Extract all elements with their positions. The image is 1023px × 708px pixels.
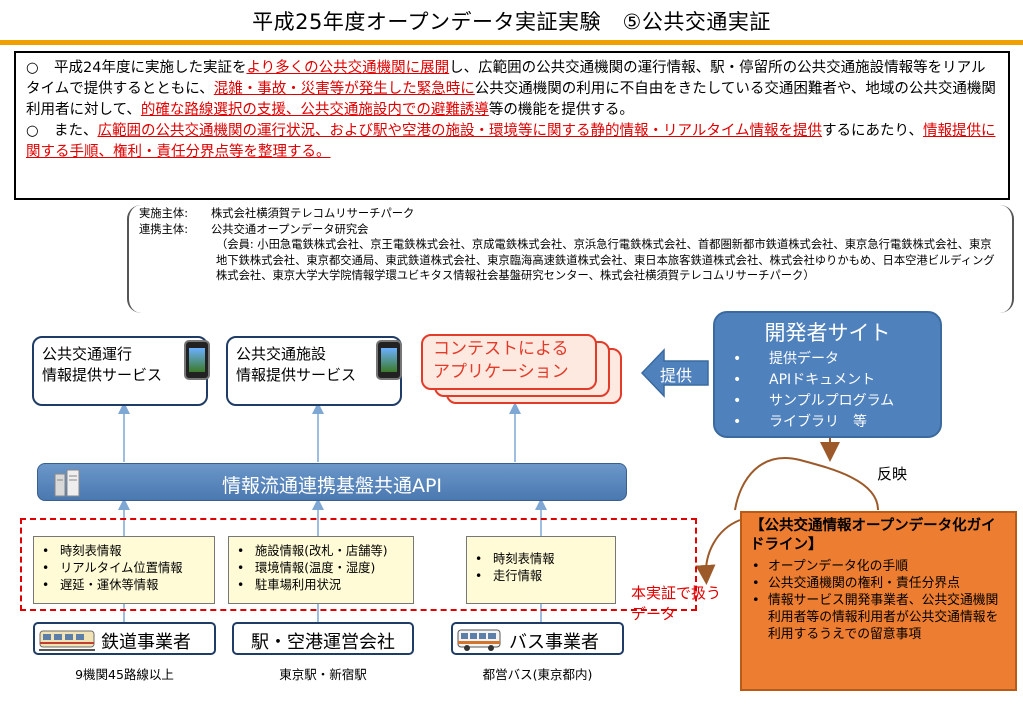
list-item: 遅延・運休等情報 [42, 577, 214, 594]
cooperating-entity-key: 連携主体: [139, 222, 188, 236]
cooperating-entity-row: 連携主体: 公共交通オープンデータ研究会 [139, 222, 1002, 238]
rail-operator-label: 鉄道事業者 [101, 632, 191, 653]
implementing-entity-value: 株式会社横須賀テレコムリサーチパーク [211, 207, 415, 220]
title-accent-bar [0, 40, 1023, 45]
summary-paragraph-1: ○ 平成24年度に実施した実証をより多くの公共交通機関に展開し、広範囲の公共交通機… [26, 58, 1000, 121]
station-operator-note: 東京駅・新宿駅 [279, 667, 367, 682]
common-api-bar: 情報流通連携基盤共通API [37, 463, 627, 501]
summary-text: し、広範囲の公共交通機関の運行情報、駅・停留所の公共交通施設情報等をリアルタイム… [26, 60, 986, 97]
demo-data-label-line2: データ [631, 605, 677, 623]
summary-text: 平成24年度に実施した実証を [54, 60, 247, 76]
demo-data-area [20, 518, 697, 611]
demo-data-label-line1: 本実証で扱う [631, 584, 722, 602]
station-data-box: 施設情報(改札・店舗等) 環境情報(温度・湿度) 駐車場利用状況 [228, 536, 414, 604]
guideline-to-data-arrow [695, 519, 741, 585]
implementing-entity-key: 実施主体: [139, 207, 188, 220]
cooperating-entity-value: 公共交通オープンデータ研究会 [211, 222, 369, 236]
reflect-label: 反映 [877, 465, 908, 483]
up-arrows [118, 402, 547, 622]
api-label: 情報流通連携基盤共通API [221, 475, 443, 497]
summary-text: 等の機能を提供する。 [488, 102, 634, 118]
list-item: リアルタイム位置情報 [42, 560, 214, 577]
smartphone-icon [184, 340, 210, 380]
list-item: ライブラリ 等 [733, 412, 894, 433]
facility-info-service: 公共交通施設 情報提供サービス [226, 336, 402, 406]
list-item: 情報サービス開発事業者、公共交通機関利用者等の情報利用者が公共交通情報を利用する… [750, 592, 1009, 643]
highlight-text: 広範囲の公共交通機関の運行状況、および駅や空港の施設・環境等に関する静的情報・リ… [97, 123, 823, 139]
list-item: 環境情報(温度・湿度) [237, 560, 413, 577]
rail-operator-box: 鉄道事業者 [33, 622, 216, 655]
highlight-text: 混雑・事故・災害等が発生した緊急時に [213, 81, 475, 97]
demo-data-label: 本実証で扱う データ [631, 583, 721, 625]
station-operator-label: 駅・空港運営会社 [251, 632, 395, 653]
bullet-circle: ○ [26, 123, 39, 139]
contest-application: コンテストによる アプリケーション [421, 334, 597, 390]
highlight-text: 的確な路線選択の支援、公共交通施設内での避難誘導 [140, 102, 489, 118]
server-icon [54, 469, 80, 497]
developer-site-title: 開発者サイト [764, 321, 891, 345]
developer-site-items: 提供データ APIドキュメント サンプルプログラム ライブラリ 等 [733, 349, 894, 433]
summary-text: また、 [54, 123, 98, 139]
reflect-curve-arrow [734, 457, 879, 511]
organization-box: 実施主体: 株式会社横須賀テレコムリサーチパーク 連携主体: 公共交通オープンデ… [127, 205, 1014, 313]
service-label-line1: 公共交通施設 [236, 345, 327, 363]
list-item: 走行情報 [475, 568, 615, 585]
rail-data-box: 時刻表情報 リアルタイム位置情報 遅延・運休等情報 [33, 536, 215, 604]
bus-operator-box: バス事業者 [451, 622, 624, 655]
service-label-line1: 公共交通運行 [42, 345, 133, 363]
rail-operator-note: 9機関45路線以上 [75, 667, 174, 682]
guideline-title: 【公共交通情報オープンデータ化ガイドライン】 [750, 518, 996, 553]
list-item: 時刻表情報 [475, 551, 615, 568]
service-label-line2: 情報提供サービス [236, 366, 357, 384]
list-item: サンプルプログラム [733, 391, 894, 412]
summary-text: 公共交通機関の利用に不自由をきたしている交通困難者や、地域の公共交通機関利用者に… [26, 81, 996, 118]
bus-data-box: 時刻表情報 走行情報 [466, 536, 616, 604]
page-title: 平成25年度オープンデータ実証実験 ⑤公共交通実証 [252, 10, 771, 34]
smartphone-icon [376, 340, 402, 380]
guideline-box: 【公共交通情報オープンデータ化ガイドライン】 オープンデータ化の手順 公共交通機… [740, 511, 1017, 691]
provide-label: 提供 [659, 366, 692, 385]
summary-box: ○ 平成24年度に実施した実証をより多くの公共交通機関に展開し、広範囲の公共交通機… [14, 51, 1010, 200]
list-item: APIドキュメント [733, 370, 894, 391]
list-item: 施設情報(改札・店舗等) [237, 543, 413, 560]
bus-icon [457, 629, 501, 651]
list-item: 公共交通機関の権利・責任分界点 [750, 575, 1009, 592]
contest-label-line1: コンテストによる [433, 339, 569, 359]
summary-text: するにあたり、 [822, 123, 923, 139]
list-item: オープンデータ化の手順 [750, 558, 1009, 575]
list-item: 提供データ [733, 349, 894, 370]
bus-operator-note: 都営バス(東京都内) [482, 667, 593, 682]
train-icon [39, 630, 95, 651]
service-label-line2: 情報提供サービス [42, 366, 163, 384]
list-item: 時刻表情報 [42, 543, 214, 560]
highlight-text: より多くの公共交通機関に展開 [246, 60, 450, 76]
operation-info-service: 公共交通運行 情報提供サービス [32, 336, 208, 406]
developer-site: 開発者サイト 提供データ APIドキュメント サンプルプログラム ライブラリ 等 [713, 311, 942, 438]
bus-operator-label: バス事業者 [509, 632, 599, 653]
contest-label-line2: アプリケーション [433, 362, 569, 382]
guideline-items: オープンデータ化の手順 公共交通機関の権利・責任分界点 情報サービス開発事業者、… [750, 558, 1009, 643]
implementing-entity-row: 実施主体: 株式会社横須賀テレコムリサーチパーク [139, 206, 1002, 222]
provide-arrow-icon [640, 348, 709, 398]
member-list: （会員: 小田急電鉄株式会社、京王電鉄株式会社、京成電鉄株式会社、京浜急行電鉄株… [216, 238, 995, 283]
bullet-circle: ○ [26, 60, 39, 76]
station-operator-box: 駅・空港運営会社 [232, 622, 414, 655]
summary-paragraph-2: ○ また、広範囲の公共交通機関の運行状況、および駅や空港の施設・環境等に関する静的… [26, 121, 1000, 163]
highlight-text: 情報提供に関する手順、権利・責任分界点等を整理する。 [26, 123, 996, 160]
list-item: 駐車場利用状況 [237, 577, 413, 594]
